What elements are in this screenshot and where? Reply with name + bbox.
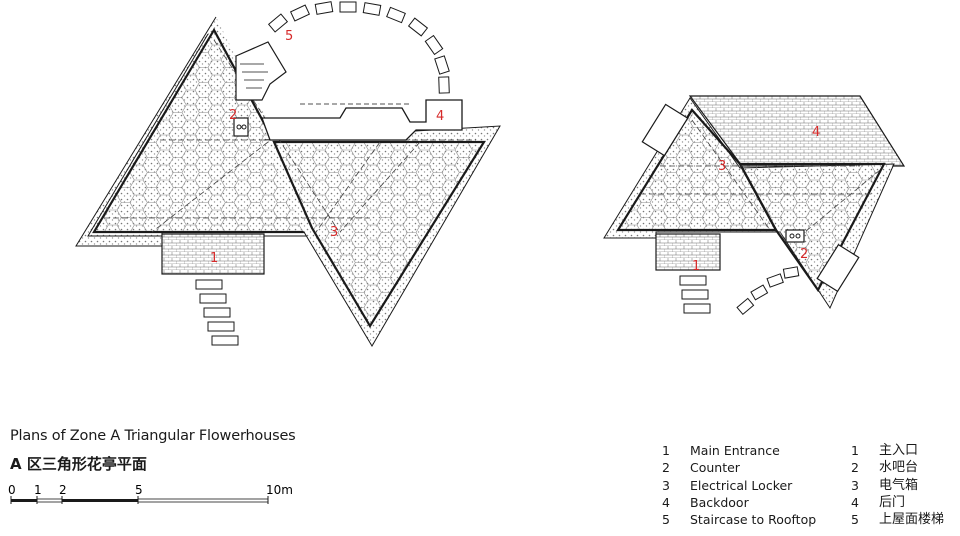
entrance-pad-right — [655, 233, 721, 271]
entrance-pad-left — [161, 233, 265, 275]
legend-item-en: Electrical Locker — [690, 477, 793, 493]
legend-numbers-en: 1 2 3 4 5 — [662, 442, 670, 528]
tag-4-right: 4 — [812, 125, 820, 140]
legend-item-en: Main Entrance — [690, 443, 780, 458]
legend-num: 2 — [662, 460, 670, 476]
title-english: Plans of Zone A Triangular Flowerhouses — [10, 428, 296, 444]
left-triangle-b — [272, 140, 486, 329]
tag-2-left: 2 — [229, 108, 237, 123]
left-plan: 1 2 3 4 5 — [75, 1, 501, 347]
scale-tick-10: 10m — [266, 483, 293, 497]
scale-tick-1: 1 — [34, 483, 42, 497]
legend-num: 5 — [662, 512, 670, 528]
tag-1-left: 1 — [210, 251, 218, 266]
legend-num: 1 — [662, 443, 670, 458]
legend-num: 4 — [662, 494, 670, 510]
stair-block — [235, 41, 287, 101]
title-chinese: A 区三角形花亭平面 — [10, 455, 147, 473]
scale-tick-0: 0 — [8, 483, 16, 497]
scale-tick-2: 2 — [59, 483, 67, 497]
legend-num: 1 — [851, 443, 859, 458]
legend-item-zh: 后门 — [879, 494, 906, 510]
tag-3-right: 3 — [718, 159, 726, 174]
floor-plans: 1 2 3 4 5 — [75, 1, 906, 347]
rooftop-stairs-right — [736, 266, 800, 316]
legend-numbers-zh: 1 2 3 4 5 — [851, 442, 859, 528]
steps-left — [195, 279, 239, 346]
steps-right — [679, 275, 711, 314]
legend-item-zh: 电气箱 — [879, 477, 919, 493]
legend-english: Main Entrance Counter Electrical Locker … — [690, 442, 816, 528]
legend-item-en: Staircase to Rooftop — [690, 512, 817, 528]
legend-chinese: 主入口 水吧台 电气箱 后门 上屋面楼梯 — [879, 442, 944, 528]
legend-num: 3 — [662, 477, 670, 493]
legend-item-zh: 主入口 — [879, 443, 919, 458]
legend-num: 4 — [851, 494, 859, 510]
legend-num: 5 — [851, 512, 859, 528]
tag-4-left: 4 — [436, 109, 444, 124]
right-plan: 1 2 3 4 — [603, 95, 906, 316]
legend-num: 3 — [851, 477, 859, 493]
tag-5-left: 5 — [285, 29, 293, 44]
right-triangle-b — [738, 162, 886, 293]
counter-right — [785, 229, 805, 243]
legend-item-zh: 水吧台 — [879, 460, 919, 476]
tag-1-right: 1 — [692, 259, 700, 274]
tag-2-right: 2 — [800, 247, 808, 262]
tag-3-left: 3 — [330, 225, 338, 240]
right-roof-hatch — [688, 95, 906, 167]
legend-item-en: Counter — [690, 460, 740, 476]
scale-bar: 0 1 2 5 10m — [8, 483, 293, 504]
rooftop-stairs-left — [267, 1, 450, 94]
scale-tick-5: 5 — [135, 483, 143, 497]
legend-item-en: Backdoor — [690, 494, 749, 510]
legend-num: 2 — [851, 460, 859, 476]
legend-item-zh: 上屋面楼梯 — [879, 512, 945, 528]
